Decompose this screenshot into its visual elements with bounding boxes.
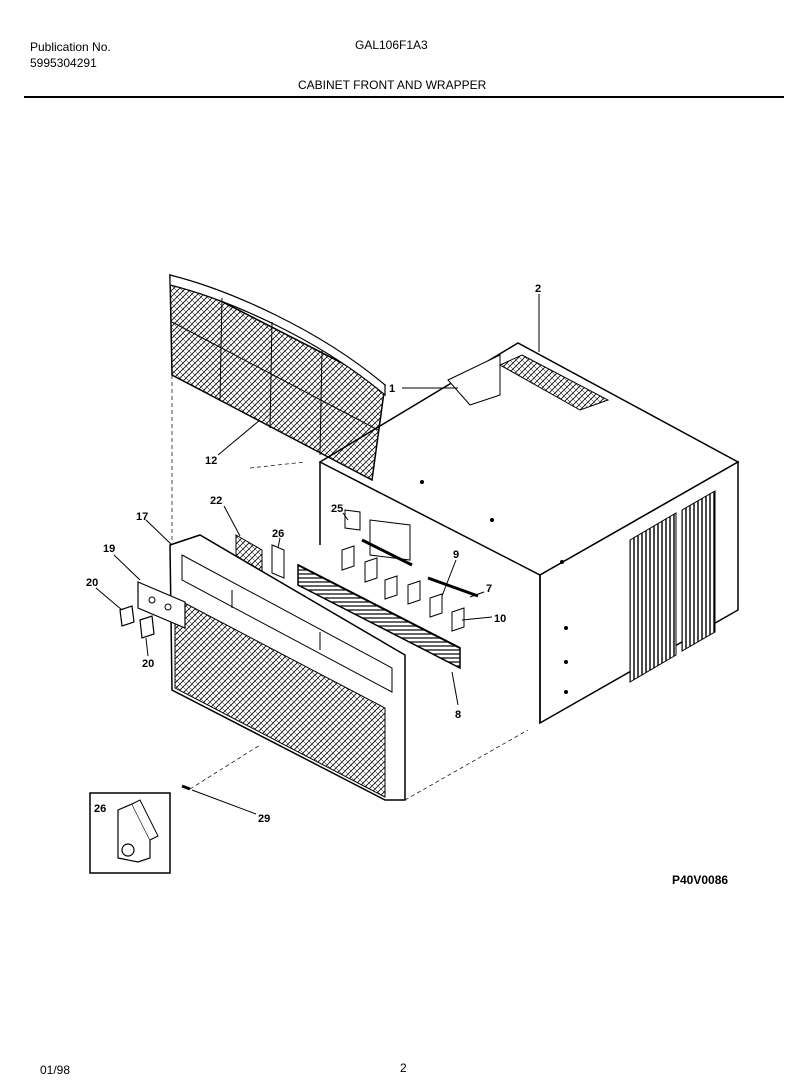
screw-part-29 <box>181 784 191 791</box>
publication-label: Publication No. <box>30 40 111 54</box>
callout-7: 7 <box>486 583 492 595</box>
page-number: 2 <box>400 1061 407 1075</box>
control-panel-plate <box>137 581 186 629</box>
front-panel <box>169 534 406 801</box>
callout-20-lower: 20 <box>142 658 154 670</box>
callout-22: 22 <box>210 495 222 507</box>
callout-26-inset: 26 <box>94 803 106 815</box>
rear-vent <box>498 354 610 411</box>
leader-lines <box>95 294 540 815</box>
callout-20-upper: 20 <box>86 577 98 589</box>
guide-lines <box>171 375 529 801</box>
side-louver-left <box>629 512 677 683</box>
callout-9: 9 <box>453 549 459 561</box>
callout-17: 17 <box>136 511 148 523</box>
control-knobs <box>119 605 155 639</box>
header-rule <box>24 96 784 98</box>
wrapper-top-opening <box>447 354 501 406</box>
wrapper-screws <box>420 480 568 694</box>
callout-1: 1 <box>389 383 395 395</box>
drawing-code: P40V0086 <box>672 873 729 887</box>
section-title: CABINET FRONT AND WRAPPER <box>298 78 487 92</box>
discharge-louver <box>297 563 461 670</box>
callout-29: 29 <box>258 813 270 825</box>
side-louver-right <box>681 490 716 652</box>
callout-8: 8 <box>455 709 461 721</box>
model-number: GAL106F1A3 <box>355 38 428 52</box>
clip-part-26 <box>271 544 285 579</box>
inset-clip-detail <box>89 792 171 874</box>
callout-25: 25 <box>331 503 343 515</box>
callout-19: 19 <box>103 543 115 555</box>
footer-date: 01/98 <box>40 1063 71 1077</box>
callout-10: 10 <box>494 613 506 625</box>
publication-number: 5995304291 <box>30 56 97 70</box>
callout-12: 12 <box>205 455 217 467</box>
air-filter <box>169 273 386 482</box>
internal-control-brackets <box>341 509 479 632</box>
callout-26-upper: 26 <box>272 528 284 540</box>
callout-2: 2 <box>535 283 541 295</box>
